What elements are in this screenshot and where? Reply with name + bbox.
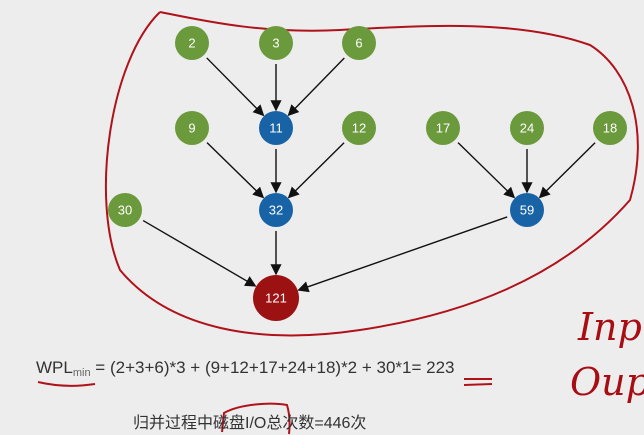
edge-n2-n11 — [206, 57, 265, 117]
node-circle — [510, 111, 544, 145]
tree-node-59: 59 — [510, 193, 544, 227]
tree-node-17: 17 — [426, 111, 460, 145]
node-label: 11 — [269, 121, 283, 136]
tree-node-3: 3 — [259, 26, 293, 60]
node-circle — [253, 275, 299, 321]
node-circle — [259, 111, 293, 145]
io-prefix: 归并过程中 — [133, 415, 214, 432]
node-label: 18 — [603, 121, 617, 136]
node-label: 9 — [188, 121, 195, 136]
edge-n30-n121 — [142, 219, 257, 287]
node-label: 17 — [436, 121, 450, 136]
disk-io-count-text: 归并过程中磁盘I/O总次数=446次 — [133, 409, 366, 433]
node-circle — [342, 111, 376, 145]
handwriting-input: Inp — [578, 305, 642, 349]
node-label: 24 — [520, 121, 534, 136]
tree-node-30: 30 — [108, 193, 142, 227]
tree-node-12: 12 — [342, 111, 376, 145]
edge-n18-n59 — [538, 142, 596, 199]
tree-node-121: 121 — [253, 275, 299, 321]
tree-node-32: 32 — [259, 193, 293, 227]
io-suffix: 总次数=446次 — [266, 415, 367, 432]
tree-node-24: 24 — [510, 111, 544, 145]
tree-node-2: 2 — [175, 26, 209, 60]
tree-node-6: 6 — [342, 26, 376, 60]
handwriting-output: Oup — [570, 360, 644, 404]
edge-n59-n121 — [297, 216, 508, 293]
wpl-subscript: min — [72, 367, 91, 379]
box-disk-io-annotation — [221, 402, 291, 435]
edge-n17-n59 — [457, 142, 516, 199]
wpl-result: 223 — [426, 358, 455, 377]
node-label: 59 — [520, 203, 534, 218]
node-label: 2 — [188, 36, 195, 51]
edge-n6-n11 — [287, 57, 345, 117]
wpl-label: WPL — [36, 358, 73, 377]
wpl-formula: WPLmin = (2+3+6)*3 + (9+12+17+24+18)*2 +… — [36, 358, 455, 379]
io-highlight: 磁盘I/O — [213, 415, 267, 432]
node-label: 3 — [272, 36, 279, 51]
edge-n12-n32 — [287, 142, 345, 199]
node-circle — [175, 111, 209, 145]
node-circle — [593, 111, 627, 145]
node-circle — [426, 111, 460, 145]
node-label: 12 — [352, 121, 366, 136]
node-label: 32 — [269, 203, 283, 218]
tree-node-18: 18 — [593, 111, 627, 145]
node-circle — [108, 193, 142, 227]
hand-drawn-loop-annotation — [104, 11, 639, 337]
double-underline-223-annotation — [463, 378, 493, 386]
node-label: 30 — [118, 203, 132, 218]
node-label: 121 — [265, 291, 287, 306]
wpl-expression: = (2+3+6)*3 + (9+12+17+24+18)*2 + 30*1= — [90, 358, 427, 377]
tree-node-9: 9 — [175, 111, 209, 145]
node-circle — [175, 26, 209, 60]
node-circle — [259, 26, 293, 60]
node-circle — [510, 193, 544, 227]
underline-wpl-annotation — [37, 381, 96, 387]
tree-node-11: 11 — [259, 111, 293, 145]
edge-n9-n32 — [206, 142, 265, 199]
node-label: 6 — [355, 36, 362, 51]
node-circle — [259, 193, 293, 227]
node-circle — [342, 26, 376, 60]
